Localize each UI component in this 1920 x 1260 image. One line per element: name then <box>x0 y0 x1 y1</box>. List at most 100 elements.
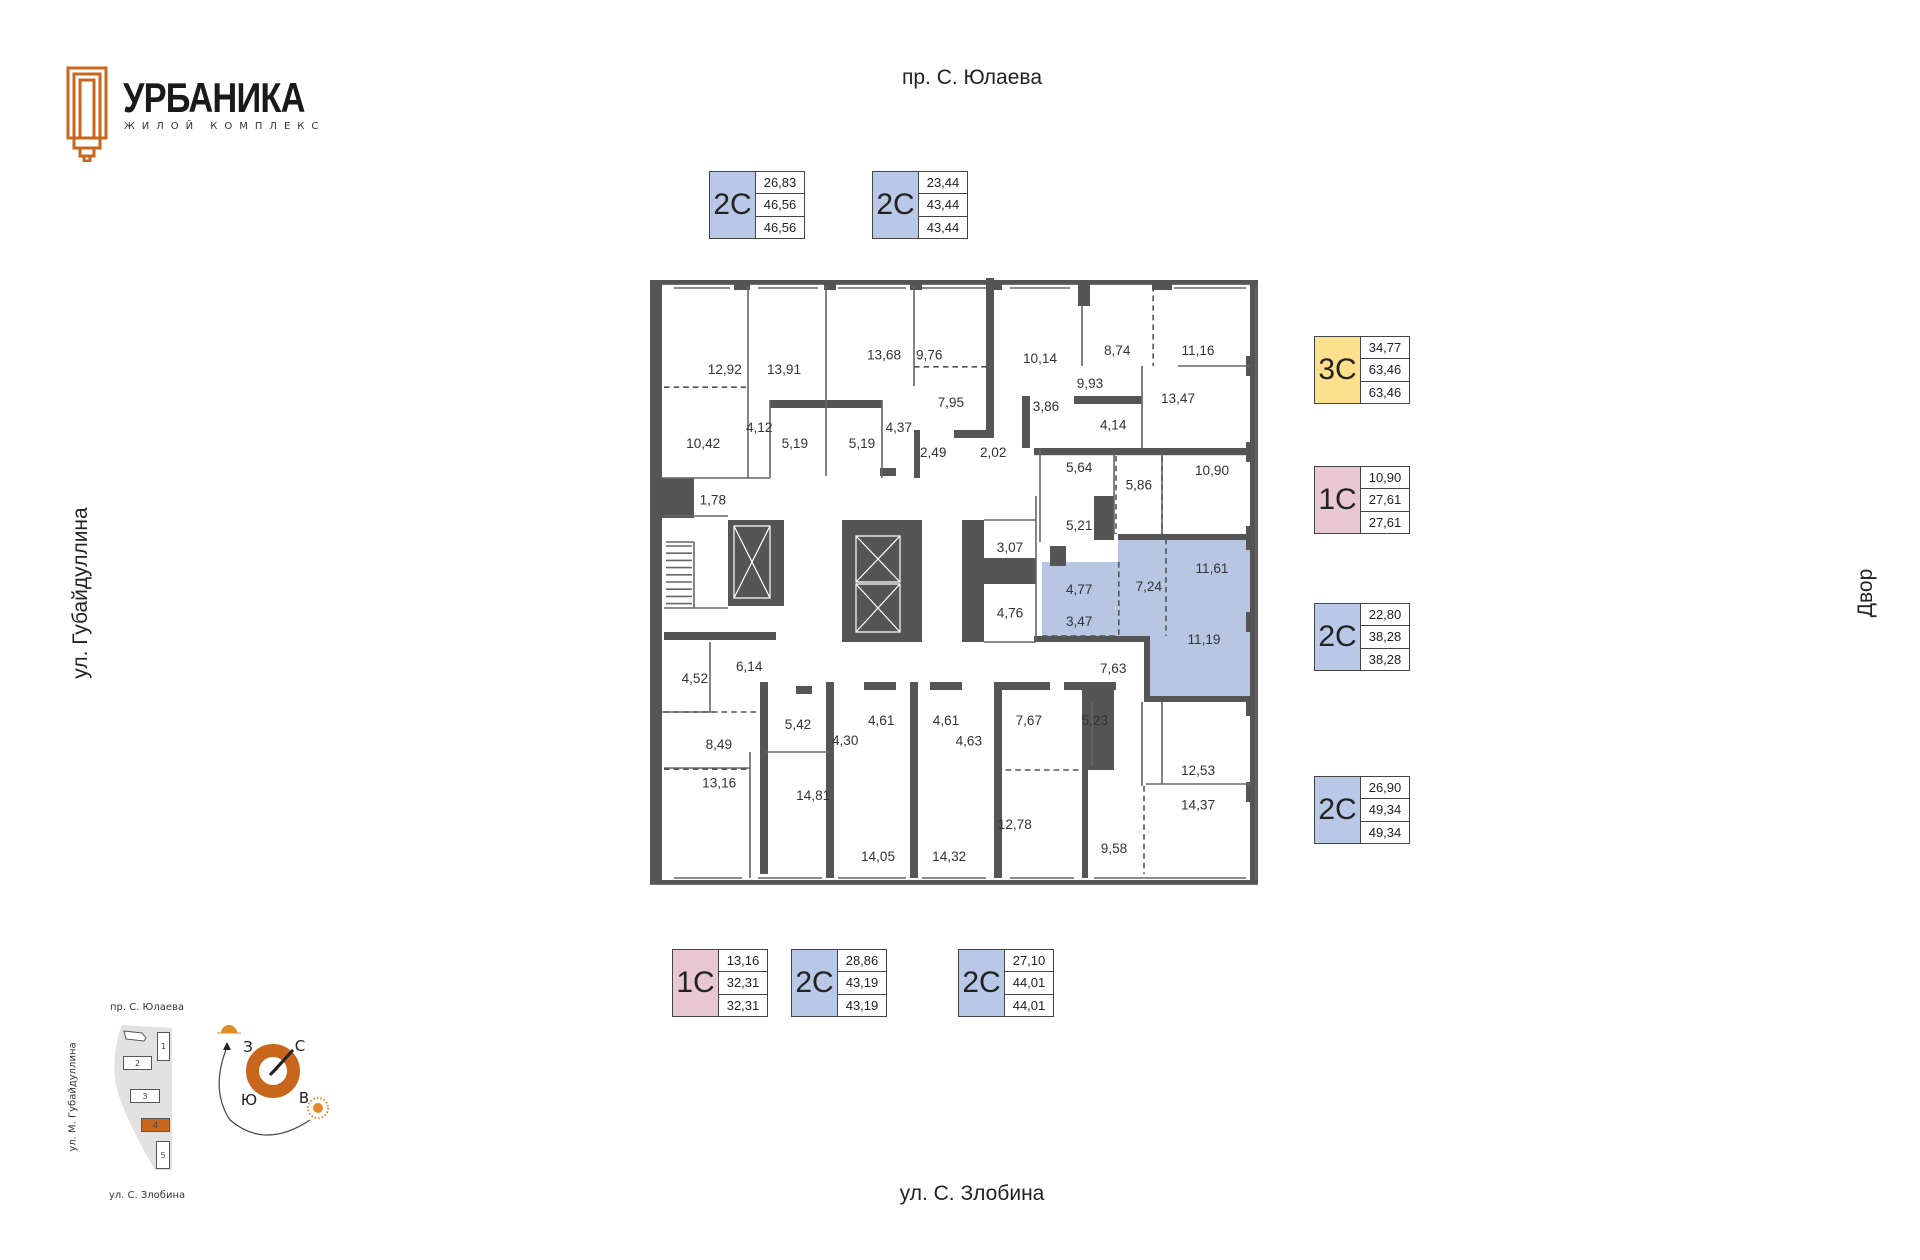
logo-title: УРБАНИКА <box>123 74 305 121</box>
room-area-label: 1,78 <box>700 492 726 507</box>
apartment-area-value: 63,46 <box>1368 384 1402 400</box>
wall <box>1152 282 1172 290</box>
room-area-label: 4,52 <box>682 671 708 686</box>
apartment-type: 2С <box>710 172 756 238</box>
minimap-building[interactable]: 1 <box>157 1032 170 1061</box>
wall <box>986 278 994 434</box>
street-top: пр. С. Юлаева <box>901 66 1043 89</box>
compass-ring-icon <box>246 1044 300 1098</box>
room-area-label: 7,24 <box>1136 579 1163 594</box>
apartment-area-value: 46,56 <box>763 219 797 235</box>
wall <box>1246 442 1258 462</box>
wall <box>910 282 922 290</box>
apartment-area-value: 28,86 <box>838 950 886 973</box>
compass-needle-icon <box>268 1048 295 1077</box>
room-area-label: 13,91 <box>767 362 801 377</box>
room-area-label: 4,76 <box>997 606 1023 621</box>
room-area-label: 14,81 <box>796 788 830 803</box>
wall <box>1250 280 1258 884</box>
selected-apartment[interactable] <box>1042 538 1252 702</box>
wall <box>962 520 984 642</box>
apartment-area-value: 27,61 <box>1368 514 1402 530</box>
wall <box>1118 534 1252 540</box>
wall <box>992 282 1002 290</box>
apartment-area-value: 43,19 <box>845 997 879 1013</box>
room-area-label: 4,61 <box>868 713 894 728</box>
wall <box>664 632 776 640</box>
apartment-type: 2С <box>792 950 838 1016</box>
room-area-label: 14,05 <box>861 849 895 864</box>
apartment-area-value: 49,34 <box>1368 824 1402 840</box>
apartment-area-value: 32,31 <box>719 972 767 995</box>
room-area-label: 5,64 <box>1066 460 1093 475</box>
room-area-label: 4,61 <box>933 713 959 728</box>
room-area-label: 5,19 <box>849 436 875 451</box>
room-area-label: 8,74 <box>1104 343 1131 358</box>
minimap-building[interactable]: 2 <box>123 1056 152 1070</box>
room-area-label: 10,90 <box>1195 463 1229 478</box>
minimap-building[interactable]: 4 <box>141 1118 170 1132</box>
apartment-area-value: 46,56 <box>756 194 804 217</box>
wall <box>760 682 768 874</box>
logo-subtitle: ЖИЛОЙ КОМПЛЕКС <box>124 121 326 132</box>
wall <box>662 478 694 518</box>
apartment-area-value: 13,16 <box>719 950 767 973</box>
apartment-area-value: 43,19 <box>838 972 886 995</box>
compass <box>217 1025 329 1136</box>
elevator-icon <box>733 525 771 599</box>
room-area-label: 5,19 <box>782 436 808 451</box>
wall <box>826 400 882 408</box>
wall <box>880 468 896 476</box>
room-area-label: 4,77 <box>1066 582 1092 597</box>
room-area-label: 13,47 <box>1161 391 1195 406</box>
apartment-area-value: 38,28 <box>1368 651 1402 667</box>
yard-label: Двор <box>1854 568 1877 618</box>
room-area-label: 7,67 <box>1016 713 1042 728</box>
minimap-building[interactable]: 3 <box>130 1089 160 1103</box>
apartment-type: 1С <box>1315 467 1361 533</box>
apartment-area-value: 23,44 <box>919 172 967 195</box>
apartment-type: 3С <box>1315 337 1361 403</box>
apartment-area-value: 34,77 <box>1361 337 1409 360</box>
apartment-type: 2С <box>1315 604 1361 670</box>
apartment-area-value: 32,31 <box>726 997 760 1013</box>
compass-west: З <box>243 1038 253 1056</box>
wall <box>650 280 662 884</box>
wall <box>1148 696 1252 702</box>
sunrise-icon <box>307 1097 329 1119</box>
minimap-building[interactable]: 5 <box>156 1141 170 1169</box>
wall <box>914 430 920 478</box>
wall <box>1144 636 1150 702</box>
room-area-label: 9,58 <box>1101 841 1127 856</box>
wall <box>1246 612 1258 632</box>
wall <box>1034 448 1250 456</box>
apartment-type: 2С <box>873 172 919 238</box>
room-area-label: 12,78 <box>998 817 1032 832</box>
logo-emblem-icon <box>66 66 108 162</box>
wall <box>1050 546 1066 566</box>
room-area-label: 13,16 <box>702 776 736 791</box>
apartment-area-value: 27,61 <box>1361 489 1409 512</box>
sun-path-arrow-icon <box>218 1046 311 1136</box>
wall <box>826 682 834 878</box>
room-area-label: 14,37 <box>1181 798 1215 813</box>
wall <box>842 520 922 642</box>
room-area-label: 12,92 <box>708 362 742 377</box>
wall <box>1034 636 1148 642</box>
room-area-label: 5,42 <box>785 717 811 732</box>
compass-north: С <box>294 1037 306 1055</box>
apartment-area-value: 26,90 <box>1361 777 1409 800</box>
wall <box>824 282 836 290</box>
room-area-label: 5,86 <box>1126 478 1152 493</box>
room-area-label: 7,63 <box>1100 661 1126 676</box>
